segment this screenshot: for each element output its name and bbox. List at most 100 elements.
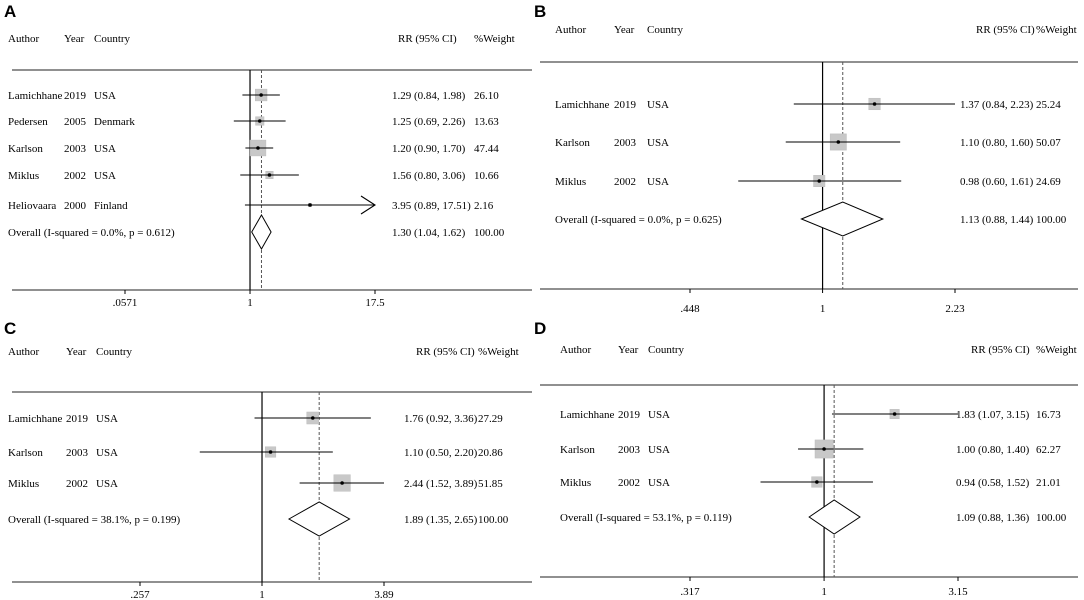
header-rr-ci: RR (95% CI) bbox=[976, 24, 1035, 36]
x-tick-label: 17.5 bbox=[365, 297, 385, 309]
header-author: Author bbox=[8, 346, 40, 358]
study-author: Miklus bbox=[8, 478, 39, 490]
overall-label: Overall (I-squared = 53.1%, p = 0.119) bbox=[560, 512, 732, 524]
header-rr-ci: RR (95% CI) bbox=[971, 344, 1030, 356]
study-author: Lamichhane bbox=[555, 99, 609, 111]
x-tick-label: .448 bbox=[680, 303, 700, 315]
study-rr-ci: 1.25 (0.69, 2.26) bbox=[392, 116, 466, 128]
overall-diamond bbox=[287, 501, 351, 537]
study-point-estimate bbox=[259, 93, 263, 97]
x-tick-label: 2.23 bbox=[945, 303, 965, 315]
study-point-estimate bbox=[308, 203, 312, 207]
study-country: Denmark bbox=[94, 116, 135, 128]
study-rr-ci: 1.83 (1.07, 3.15) bbox=[956, 409, 1030, 421]
study-year: 2000 bbox=[64, 200, 87, 212]
x-tick-label: 1 bbox=[259, 589, 265, 600]
study-year: 2002 bbox=[64, 170, 86, 182]
header-year: Year bbox=[618, 344, 639, 356]
panel-letter: C bbox=[4, 319, 16, 338]
overall-label: Overall (I-squared = 0.0%, p = 0.625) bbox=[555, 214, 722, 226]
panel-letter: D bbox=[534, 319, 546, 338]
study-point-estimate bbox=[256, 146, 260, 150]
header-year: Year bbox=[64, 33, 85, 45]
study-rr-ci: 2.44 (1.52, 3.89) bbox=[404, 478, 478, 490]
study-rr-ci: 3.95 (0.89, 17.51) bbox=[392, 200, 471, 212]
study-country: USA bbox=[648, 444, 670, 456]
header-year: Year bbox=[66, 346, 87, 358]
study-author: Heliovaara bbox=[8, 200, 56, 212]
study-year: 2019 bbox=[614, 99, 637, 111]
study-weight: 20.86 bbox=[478, 447, 503, 459]
study-year: 2003 bbox=[614, 137, 637, 149]
study-author: Pedersen bbox=[8, 116, 48, 128]
study-author: Lamichhane bbox=[8, 90, 62, 102]
header-author: Author bbox=[8, 33, 40, 45]
study-country: USA bbox=[647, 137, 669, 149]
study-rr-ci: 1.29 (0.84, 1.98) bbox=[392, 90, 466, 102]
overall-label: Overall (I-squared = 0.0%, p = 0.612) bbox=[8, 227, 175, 239]
header-year: Year bbox=[614, 24, 635, 36]
study-country: USA bbox=[648, 409, 670, 421]
x-tick-label: 1 bbox=[821, 586, 827, 598]
header-weight: %Weight bbox=[1036, 344, 1077, 356]
overall-weight: 100.00 bbox=[1036, 512, 1067, 524]
study-point-estimate bbox=[257, 119, 262, 123]
study-author: Karlson bbox=[8, 143, 43, 155]
study-author: Karlson bbox=[560, 444, 595, 456]
x-tick-label: .257 bbox=[130, 589, 150, 600]
header-author: Author bbox=[560, 344, 592, 356]
x-tick-label: 1 bbox=[820, 303, 826, 315]
study-author: Miklus bbox=[555, 176, 586, 188]
overall-diamond bbox=[251, 213, 272, 251]
study-weight: 21.01 bbox=[1036, 477, 1061, 489]
study-year: 2005 bbox=[64, 116, 87, 128]
study-country: USA bbox=[96, 447, 118, 459]
overall-label: Overall (I-squared = 38.1%, p = 0.199) bbox=[8, 514, 181, 526]
header-country: Country bbox=[647, 24, 684, 36]
study-year: 2002 bbox=[614, 176, 636, 188]
study-rr-ci: 1.76 (0.92, 3.36) bbox=[404, 413, 478, 425]
study-author: Miklus bbox=[560, 477, 591, 489]
study-year: 2002 bbox=[618, 477, 640, 489]
study-weight: 25.24 bbox=[1036, 99, 1061, 111]
study-country: USA bbox=[647, 176, 669, 188]
study-weight: 50.07 bbox=[1036, 137, 1061, 149]
study-country: USA bbox=[96, 478, 118, 490]
study-country: USA bbox=[94, 90, 116, 102]
study-year: 2003 bbox=[618, 444, 641, 456]
study-weight: 2.16 bbox=[474, 200, 494, 212]
header-country: Country bbox=[94, 33, 131, 45]
study-point-estimate bbox=[815, 480, 819, 484]
header-weight: %Weight bbox=[1036, 24, 1077, 36]
study-year: 2002 bbox=[66, 478, 88, 490]
panel-letter: A bbox=[4, 2, 16, 21]
study-point-estimate bbox=[836, 140, 841, 144]
study-point-estimate bbox=[892, 412, 897, 416]
study-weight: 13.63 bbox=[474, 116, 499, 128]
overall-rr-ci: 1.89 (1.35, 2.65) bbox=[404, 514, 478, 526]
study-year: 2003 bbox=[66, 447, 89, 459]
study-point-estimate bbox=[268, 450, 273, 454]
study-point-estimate bbox=[267, 173, 272, 177]
study-country: USA bbox=[94, 143, 116, 155]
overall-diamond bbox=[808, 499, 861, 535]
panel-letter: B bbox=[534, 2, 546, 21]
x-tick-label: .317 bbox=[680, 586, 700, 598]
study-country: Finland bbox=[94, 200, 128, 212]
study-weight: 27.29 bbox=[478, 413, 503, 425]
header-rr-ci: RR (95% CI) bbox=[398, 33, 457, 45]
study-point-estimate bbox=[822, 447, 826, 451]
study-author: Lamichhane bbox=[560, 409, 614, 421]
study-point-estimate bbox=[310, 416, 315, 420]
header-weight: %Weight bbox=[478, 346, 519, 358]
study-year: 2003 bbox=[64, 143, 87, 155]
study-country: USA bbox=[647, 99, 669, 111]
study-point-estimate bbox=[817, 179, 822, 183]
x-tick-label: .0571 bbox=[113, 297, 138, 309]
study-country: USA bbox=[648, 477, 670, 489]
header-country: Country bbox=[96, 346, 133, 358]
